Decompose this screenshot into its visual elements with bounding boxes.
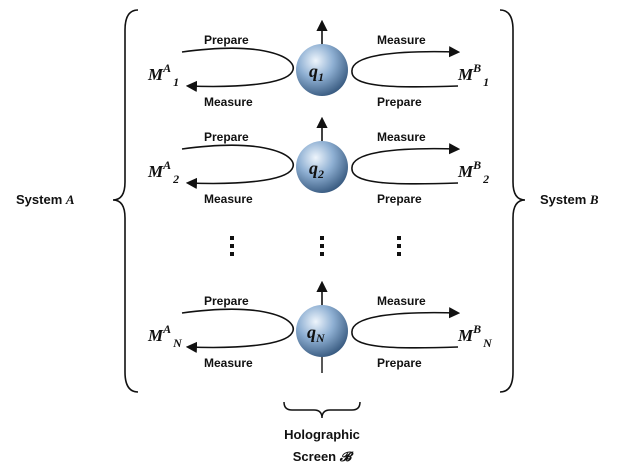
ellipsis-right (397, 236, 401, 256)
qubit-sphere-2 (296, 141, 348, 193)
screen-label-line2: Screen 𝓑 (293, 449, 354, 464)
left-bottom-label-1: Measure (204, 95, 253, 109)
left-bottom-label-2: Measure (204, 192, 253, 206)
ma-label-n: MAN (147, 322, 183, 350)
right-bottom-label-2: Prepare (377, 192, 422, 206)
mb-label-1: MB1 (457, 61, 489, 89)
right-bottom-label-1: Prepare (377, 95, 422, 109)
ma-label-2: MA2 (147, 158, 179, 186)
ma-label-1: MA1 (147, 61, 179, 89)
left-top-label-n: Prepare (204, 294, 249, 308)
mb-label-2: MB2 (457, 158, 489, 186)
qubit-sphere-1 (296, 44, 348, 96)
left-bottom-label-n: Measure (204, 356, 253, 370)
system-b-label: System B (540, 192, 599, 207)
screen-label-line1: Holographic (284, 427, 360, 442)
left-top-label-2: Prepare (204, 130, 249, 144)
qubit-label-2: q2 (309, 158, 324, 181)
left-brace (112, 9, 139, 393)
ellipsis-left (230, 236, 234, 256)
right-brace (499, 9, 526, 393)
left-top-label-1: Prepare (204, 33, 249, 47)
right-bottom-label-n: Prepare (377, 356, 422, 370)
qubit-label-1: q1 (309, 61, 324, 84)
right-top-label-1: Measure (377, 33, 426, 47)
screen-brace (283, 401, 361, 419)
right-top-label-n: Measure (377, 294, 426, 308)
ellipsis-center (320, 236, 324, 256)
qubit-row-2: q2 Prepare Measure Measure Prepare MA2 M… (147, 116, 489, 206)
qubit-row-1: q1 Prepare Measure Measure Prepare MA1 M… (147, 19, 489, 109)
qubit-row-n: qN Prepare Measure Measure Prepare MAN M… (147, 280, 493, 373)
right-top-label-2: Measure (377, 130, 426, 144)
system-a-label: System A (16, 192, 75, 207)
qubit-label-n: qN (307, 322, 326, 345)
mb-label-n: MBN (457, 322, 493, 350)
qubit-sphere-n (296, 305, 348, 357)
